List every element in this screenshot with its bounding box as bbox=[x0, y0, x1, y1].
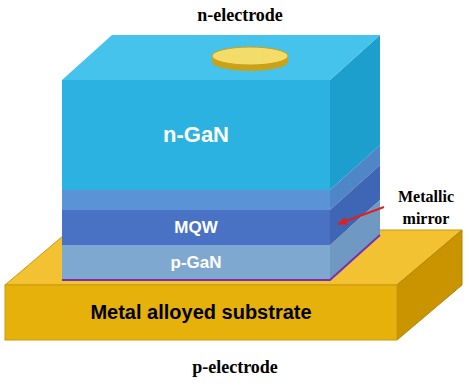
band-front bbox=[62, 190, 330, 210]
electrode-label: n-electrode bbox=[160, 3, 320, 27]
n-gan-front bbox=[62, 80, 330, 190]
layer-name: n-GaN bbox=[163, 122, 229, 148]
electrode-disc bbox=[212, 47, 288, 65]
metallic-mirror bbox=[62, 235, 380, 280]
substrate-layer: Metal alloyed substrate bbox=[5, 285, 397, 340]
substrate-front bbox=[5, 285, 397, 340]
n-gan-top bbox=[62, 35, 380, 80]
p-gan-layer: p-GaN bbox=[62, 245, 330, 280]
mqw-layer: MQW bbox=[62, 210, 330, 245]
layer-name: p-GaN bbox=[171, 253, 222, 273]
callout-label: Metallic mirror bbox=[384, 186, 468, 229]
p-gan-front bbox=[62, 245, 330, 280]
electrode-label: p-electrode bbox=[150, 355, 320, 379]
leader-arrow bbox=[338, 207, 384, 224]
mqw-front bbox=[62, 210, 330, 245]
layer-name: MQW bbox=[174, 218, 217, 238]
substrate-side bbox=[397, 230, 462, 340]
layer-name: Metal alloyed substrate bbox=[90, 301, 311, 324]
n-gan-layer: n-GaN bbox=[62, 80, 330, 190]
